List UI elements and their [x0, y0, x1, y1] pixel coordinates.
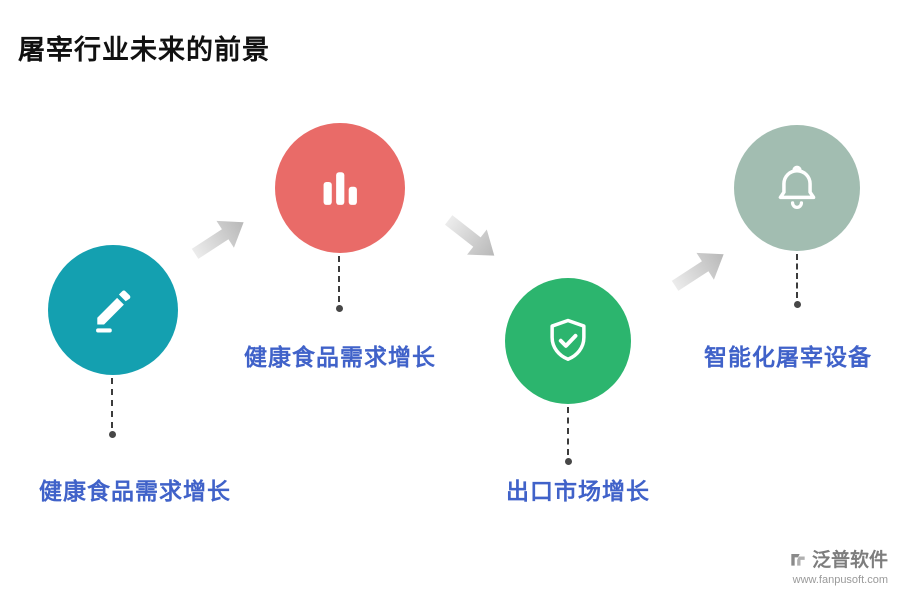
bell-icon: [778, 165, 816, 209]
step-2-connector: [335, 256, 343, 312]
pencil-icon: [96, 290, 131, 333]
arrow-right-icon: [191, 220, 244, 259]
step-4-circle: [734, 125, 860, 251]
brand-website: www.fanpusoft.com: [792, 574, 888, 586]
step-1-circle: [48, 245, 178, 375]
step-3-circle: [505, 278, 631, 404]
step-1-connector: [108, 378, 116, 438]
bar-chart-icon: [323, 172, 357, 205]
arrow-right-icon: [671, 252, 724, 291]
page-title: 屠宰行业未来的前景: [18, 35, 270, 66]
step-4-connector: [793, 254, 801, 308]
arrow-right-icon: [444, 215, 495, 256]
shield-check-icon: [550, 318, 586, 361]
brand-name: 泛普软件: [811, 549, 888, 571]
step-3-connector: [564, 407, 572, 465]
step-2-circle: [275, 123, 405, 253]
step-3-label: 出口市场增长: [506, 478, 650, 505]
step-4-label: 智能化屠宰设备: [704, 344, 872, 371]
step-1-label: 健康食品需求增长: [39, 478, 231, 505]
step-2-label: 健康食品需求增长: [244, 344, 436, 371]
footer-logo: 泛普软件 www.fanpusoft.com: [788, 545, 888, 586]
fanpu-logo-icon: [791, 553, 805, 566]
